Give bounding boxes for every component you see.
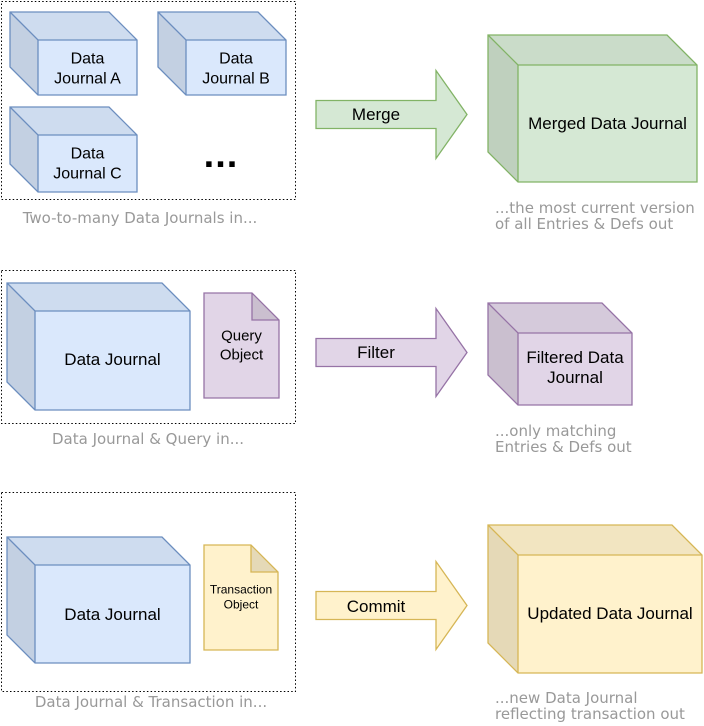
commit-section: Data Journal Transaction Object Data Jou… [1,492,703,723]
cube-filtered-data-journal: Filtered Data Journal [487,302,633,406]
cube-label-line: Journal C [53,166,121,183]
cube-top-face [488,35,697,65]
cube-top-face [7,537,190,565]
cube-body [10,12,137,95]
cube-left-face [488,303,518,405]
cube-data-journal: Data Journal [6,282,191,411]
cube-body [488,303,632,405]
cube-edges [6,282,191,411]
doc-label-line: Query [221,328,262,345]
cube-left-face [488,35,518,182]
cube-label-line: Data [219,51,253,68]
commit-output-caption-line: reflecting transaction out [495,705,685,723]
cube-left-face [7,283,35,410]
cube-body [158,12,286,95]
cube-edges [6,536,191,664]
commit-input-caption: Data Journal & Transaction in... [35,693,267,711]
arrow-shape [315,559,468,652]
filtered-cube-label-line: Journal [547,368,603,387]
cube-body [488,35,697,182]
merged-cube-label: Merged Data Journal [528,114,687,133]
cube-label-line: Data [71,146,105,163]
filter-section: Data Journal Query Object Data Journal &… [1,270,633,456]
merge-input-caption: Two-to-many Data Journals in... [22,209,258,227]
transaction-object-doc: Transaction Object [203,544,279,651]
merge-section: Data Journal A Data Journal B Data Journ… [1,1,698,233]
cube-edges [487,34,698,183]
cube-data-journal: Data Journal [6,536,191,664]
doc-body [204,545,278,650]
cube-edges [157,11,287,96]
filter-inputs-container [1,270,296,424]
commit-arrow: Commit [315,559,468,652]
cube-updated-data-journal: Updated Data Journal [487,524,703,674]
filtered-cube-label-line: Filtered Data [526,348,624,367]
cube-label: Data Journal [64,605,160,624]
doc-label-line: Object [220,347,264,364]
cube-label-line: Data [71,51,105,68]
cube-edges [487,302,633,406]
cube-label-line: Journal A [54,71,121,88]
commit-inputs-container [1,492,296,692]
commit-arrow-label: Commit [347,597,406,616]
cube-top-face [488,303,632,333]
cube-top-face [10,107,137,135]
merge-output-caption-line: ...the most current version [495,199,695,217]
doc-label-line: Object [224,598,259,612]
filter-output-caption-line: ...only matching [495,422,616,440]
commit-output-caption-line: ...new Data Journal [495,689,638,707]
cube-left-face [7,537,35,663]
cube-data-journal-b: Data Journal B [157,11,287,96]
updated-cube-label: Updated Data Journal [527,604,692,623]
doc-edges [203,544,279,651]
doc-edges [203,292,280,399]
cube-edges [9,106,138,193]
cube-left-face [158,12,186,95]
cube-body [7,283,190,410]
cube-data-journal-a: Data Journal A [9,11,138,96]
ellipsis-more-journals: ... [204,134,239,176]
cube-body [10,107,137,192]
filter-arrow: Filter [315,306,468,399]
cube-left-face [10,12,38,95]
cube-edges [487,524,703,674]
cube-left-face [488,525,518,673]
filter-output-caption-line: Entries & Defs out [495,438,632,456]
doc-body [204,293,279,398]
doc-label-line: Transaction [210,583,272,597]
cube-top-face [158,12,286,40]
merge-inputs-container [1,1,296,200]
merge-arrow: Merge [315,68,468,161]
cube-data-journal-c: Data Journal C [9,106,138,193]
arrow-shape [315,306,468,399]
cube-body [488,525,702,673]
cube-top-face [488,525,702,555]
cube-body [7,537,190,663]
arrow-shape [315,68,468,161]
cube-label: Data Journal [64,350,160,369]
cube-merged-data-journal: Merged Data Journal [487,34,698,183]
cube-top-face [10,12,137,40]
filter-input-caption: Data Journal & Query in... [52,430,244,448]
merge-output-caption-line: of all Entries & Defs out [495,215,673,233]
cube-edges [9,11,138,96]
filter-arrow-label: Filter [357,343,395,362]
merge-arrow-label: Merge [352,105,400,124]
cube-label-line: Journal B [202,71,270,88]
query-object-doc: Query Object [203,292,280,399]
cube-top-face [7,283,190,311]
